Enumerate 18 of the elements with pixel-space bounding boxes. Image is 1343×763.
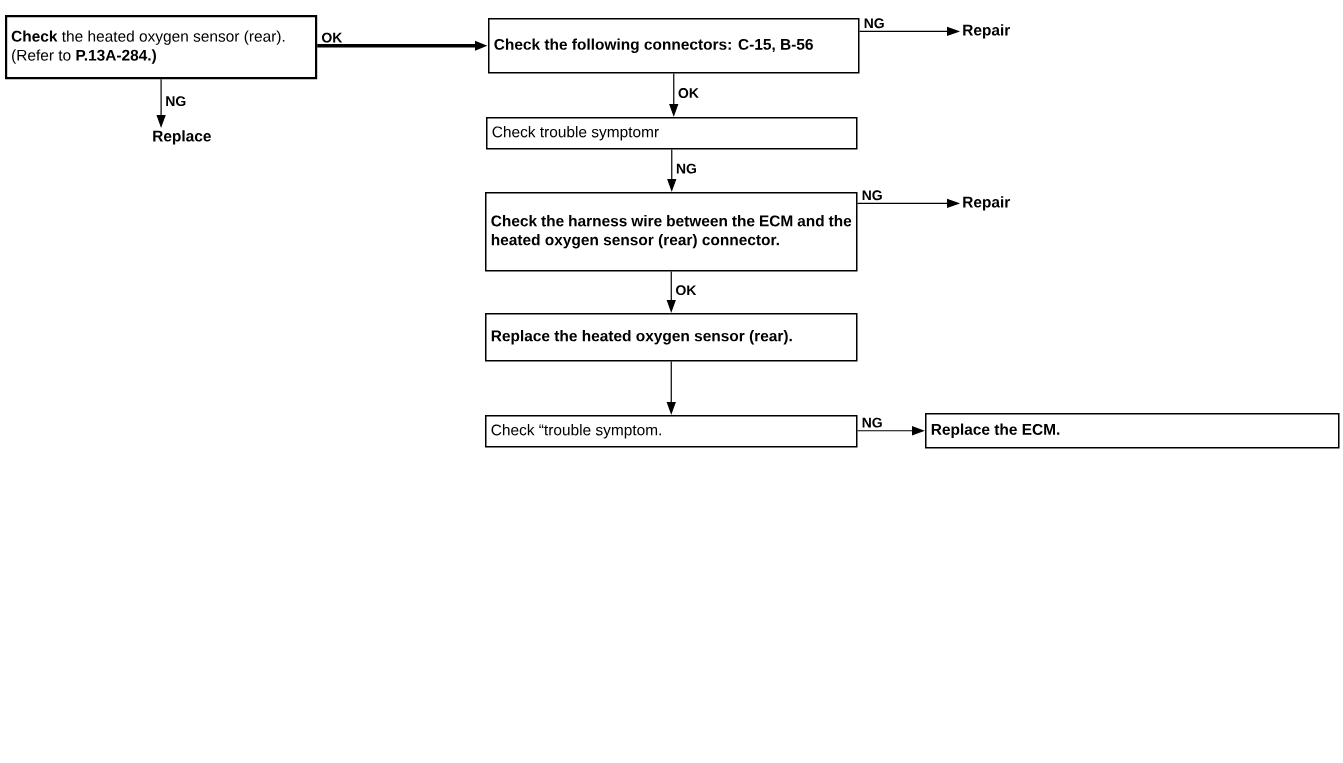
- process-box: Check trouble symptomr: [486, 117, 858, 150]
- process-box: Check the heated oxygen sensor (rear). (Refer to P.13A-284.): [5, 15, 318, 80]
- process-box: Replace the heated oxygen sensor (rear).: [485, 313, 858, 362]
- process-box: Replace the ECM.: [925, 413, 1340, 449]
- edge-label: OK: [676, 87, 700, 99]
- edge-label: NG: [862, 17, 886, 30]
- process-box: Check the harness wire between the ECM and the heated oxygen sensor (rear) connector.: [485, 192, 858, 272]
- edge-label: NG: [674, 162, 698, 175]
- edge-label: NG: [164, 95, 188, 108]
- edge-label: NG: [860, 416, 884, 429]
- edge-label: OK: [674, 284, 698, 297]
- result-text: Repair: [963, 196, 1011, 211]
- process-box: Check the following connectors: C-15, B-56: [488, 18, 860, 74]
- edge-label: OK: [320, 31, 344, 44]
- result-text: Replace: [153, 130, 211, 145]
- edge-label: NG: [860, 189, 884, 202]
- result-text: Repair: [963, 24, 1011, 39]
- process-box: Check “trouble symptom.: [485, 415, 858, 448]
